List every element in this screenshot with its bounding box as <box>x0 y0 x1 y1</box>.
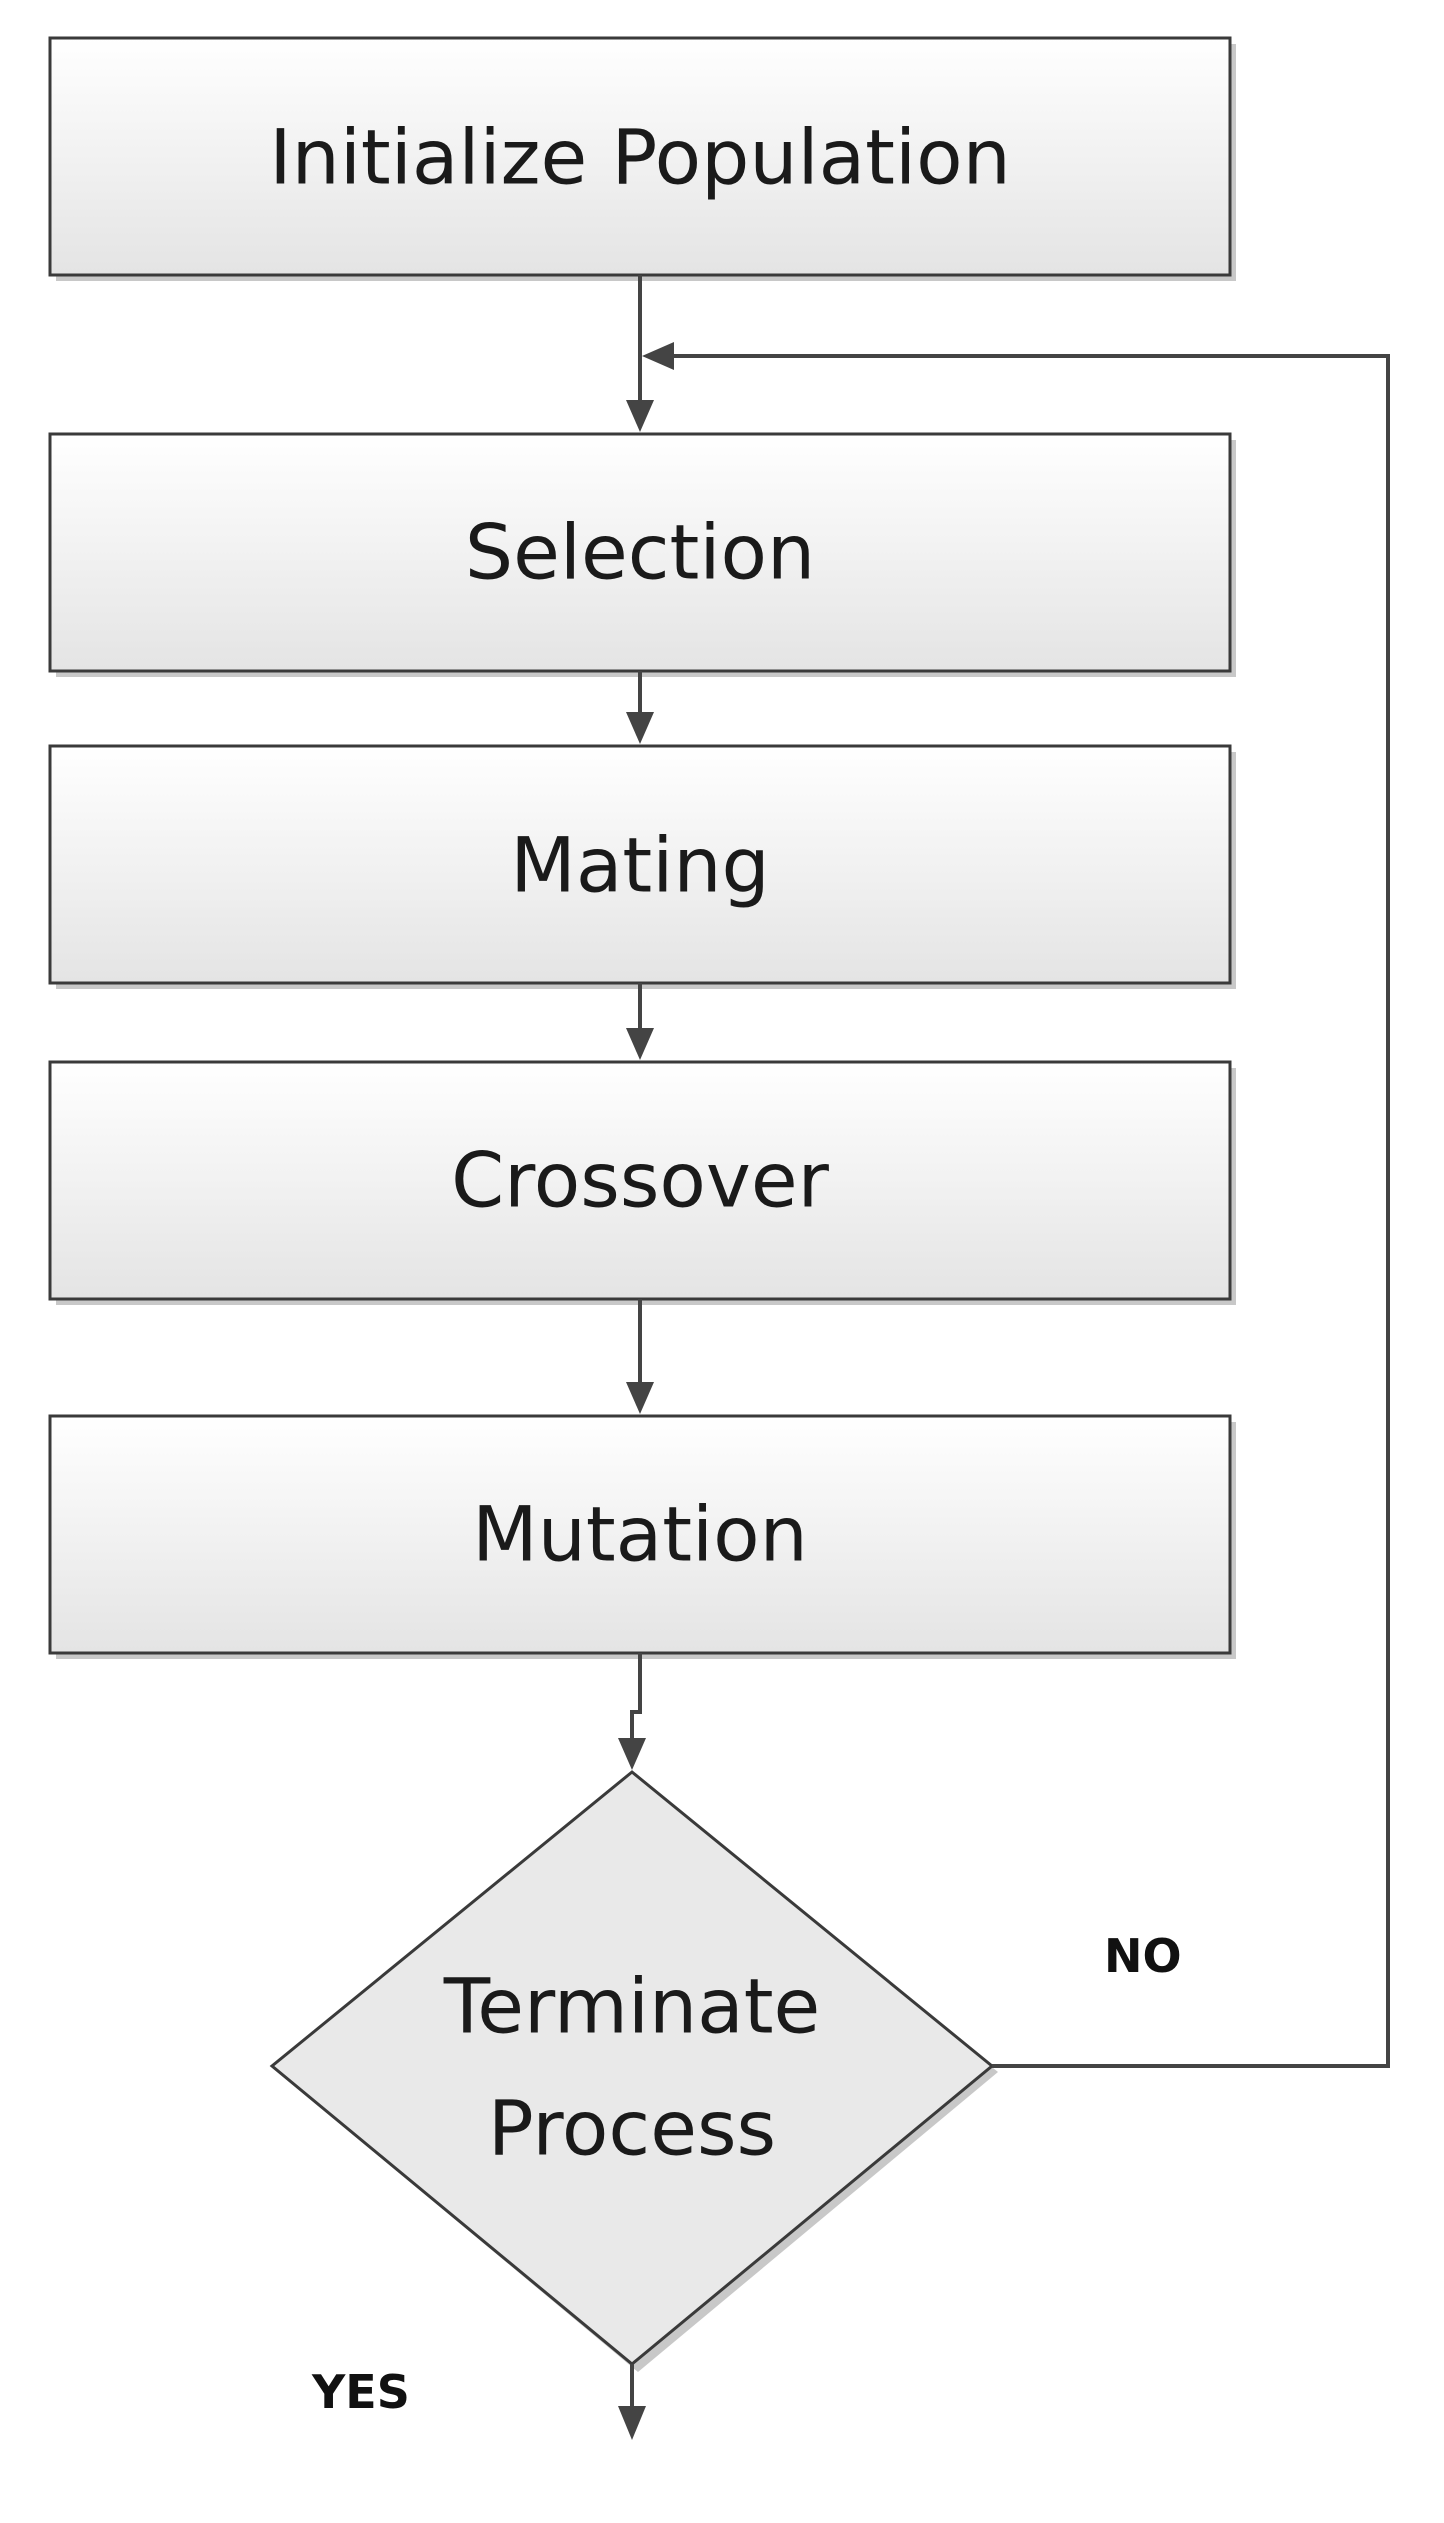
arrowhead-mating <box>626 712 654 744</box>
yes-label: YES <box>311 2365 410 2419</box>
mutation-label: Mutation <box>472 1490 808 1579</box>
no-label: NO <box>1104 1929 1182 1983</box>
mutation-node: Mutation <box>48 1414 1236 1659</box>
arrowhead-yes-exit <box>618 2406 646 2440</box>
crossover-node: Crossover <box>48 1060 1236 1305</box>
initialize-population-node: Initialize Population <box>48 36 1236 281</box>
terminate-process-decision: Terminate Process <box>269 1770 998 2372</box>
arrowhead-terminate <box>618 1738 646 1770</box>
process-label: Process <box>488 2084 776 2173</box>
connectors <box>618 275 1390 2440</box>
mating-label: Mating <box>510 821 769 910</box>
crossover-label: Crossover <box>451 1136 830 1225</box>
selection-label: Selection <box>465 508 815 597</box>
connector-mutation-terminate <box>630 1653 642 1742</box>
arrowhead-mutation <box>626 1382 654 1414</box>
arrowhead-no-loop <box>642 342 674 370</box>
initialize-population-label: Initialize Population <box>269 113 1011 202</box>
terminate-label: Terminate <box>443 1962 821 2051</box>
arrowhead-crossover <box>626 1028 654 1060</box>
mating-node: Mating <box>48 744 1236 989</box>
connector-no-loop <box>670 354 1390 2068</box>
selection-node: Selection <box>48 432 1236 677</box>
arrowhead-selection <box>626 400 654 432</box>
